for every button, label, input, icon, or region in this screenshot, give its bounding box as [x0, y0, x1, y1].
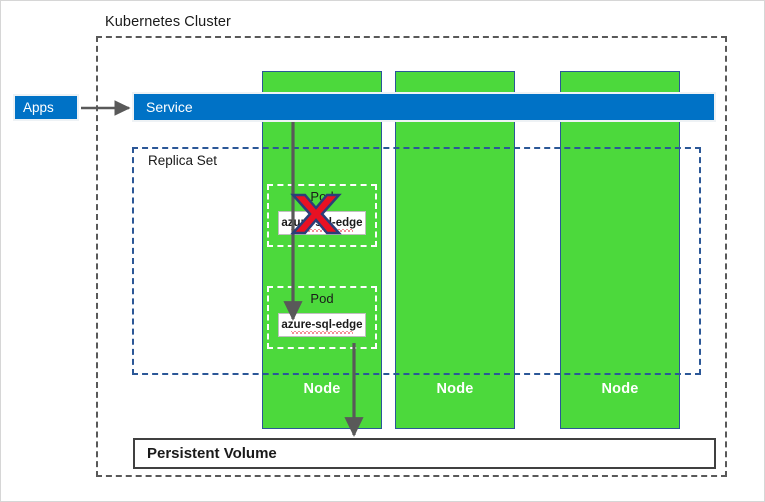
persistent-volume-label: Persistent Volume [147, 445, 277, 462]
node-label: Node [436, 381, 474, 397]
persistent-volume-box: Persistent Volume [133, 438, 716, 469]
pod-label: Pod [310, 291, 334, 306]
pod-label: Pod [310, 189, 334, 204]
apps-label: Apps [23, 100, 54, 115]
service-bar[interactable]: Service [132, 92, 716, 122]
cluster-title: Kubernetes Cluster [105, 14, 231, 30]
container-azure-sql-edge: azure-sql-edge [278, 313, 366, 337]
node-column-1: Node [262, 71, 382, 429]
service-label: Service [146, 99, 193, 115]
pod-2: Pod azure-sql-edge [267, 286, 377, 349]
pod-1: Pod azure-sql-edge [267, 184, 377, 247]
node-label: Node [303, 381, 341, 397]
replica-set-label: Replica Set [148, 153, 218, 168]
replica-set-boundary [132, 147, 701, 375]
container-name: azure-sql-edge [281, 217, 363, 232]
container-name: azure-sql-edge [281, 319, 363, 334]
kubernetes-cluster-boundary [96, 36, 727, 477]
node-label: Node [601, 381, 639, 397]
node-column-3: Node [560, 71, 680, 429]
container-azure-sql-edge: azure-sql-edge [278, 211, 366, 235]
apps-box[interactable]: Apps [13, 94, 79, 121]
